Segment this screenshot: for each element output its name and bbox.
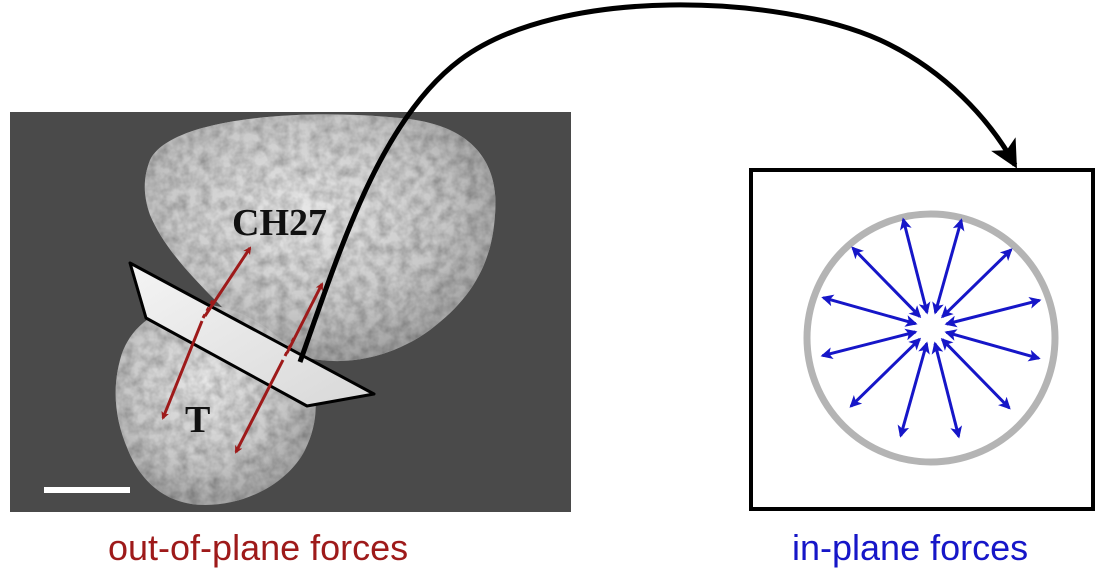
scale-bar <box>44 487 130 493</box>
out-of-plane-arrows <box>161 246 324 454</box>
transition-arrow <box>297 2 1018 363</box>
schematic-panel <box>749 168 1095 511</box>
red-arrow-lower-right <box>234 359 285 454</box>
micrograph-panel: CH27 T <box>10 112 571 512</box>
blue-force-arrow-7 <box>931 341 963 439</box>
ch27-cell <box>144 114 496 362</box>
red-arrow-lower-left <box>161 320 204 420</box>
in-plane-caption: in-plane forces <box>792 527 1029 568</box>
red-arrow-upper-left <box>203 246 252 317</box>
ch27-label: CH27 <box>232 202 327 244</box>
red-dash-right <box>283 335 297 357</box>
t-cell-label: T <box>185 399 210 441</box>
red-dash-left <box>201 299 215 319</box>
blue-force-arrow-4 <box>944 296 1042 328</box>
blue-force-arrow-10 <box>820 328 918 360</box>
schematic-frame <box>749 168 1095 511</box>
blue-force-arrow-12 <box>851 246 922 319</box>
contact-plane <box>128 261 376 408</box>
in-plane-arrows <box>820 217 1042 439</box>
contact-ring <box>803 210 1059 466</box>
out-of-plane-caption: out-of-plane forces <box>108 527 409 568</box>
